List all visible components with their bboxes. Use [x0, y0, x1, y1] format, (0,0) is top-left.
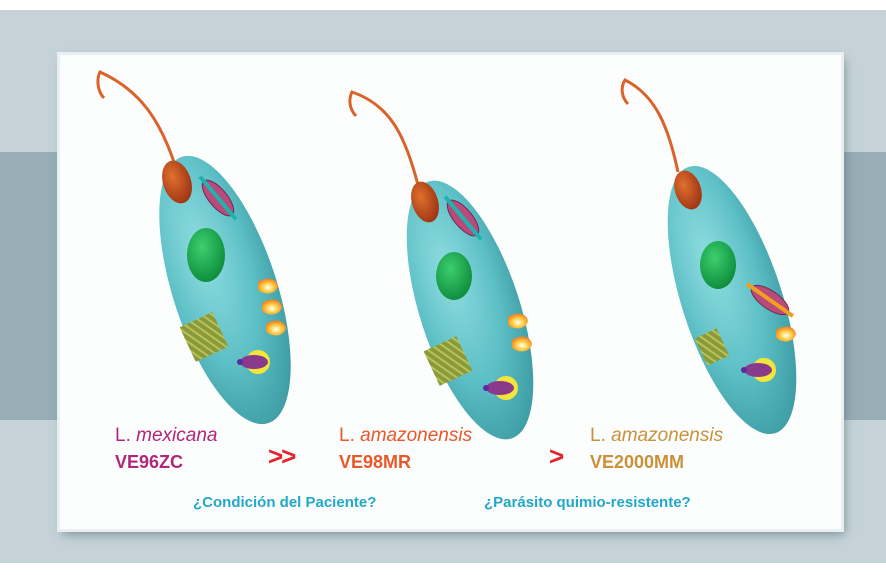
arrow-2: >	[549, 441, 562, 472]
flagellum-3	[622, 80, 678, 172]
nucleus-1	[187, 228, 225, 282]
vacuole-3	[776, 327, 796, 342]
strain-3-genus: L.	[590, 425, 606, 446]
strain-1-species: mexicana	[136, 425, 217, 446]
flagellum-1	[98, 72, 175, 165]
strain-2-species: amazonensis	[360, 425, 472, 446]
question-parasite: ¿Parásito quimio-resistente?	[484, 494, 691, 511]
parasite-3	[622, 80, 823, 449]
parasite-2	[350, 92, 559, 454]
flagellum-2	[350, 92, 418, 185]
question-patient: ¿Condición del Paciente?	[193, 494, 376, 511]
strain-2-code: VE98MR	[339, 452, 411, 473]
strain-3-species: amazonensis	[611, 425, 723, 446]
strain-2-genus: L.	[339, 425, 355, 446]
strain-1-code: VE96ZC	[115, 452, 183, 473]
nucleus-2	[436, 252, 472, 300]
strain-1-name: L. mexicana	[115, 425, 217, 447]
arrow-1: >>	[268, 441, 294, 472]
nucleus-3	[700, 241, 736, 289]
strain-3-name: L. amazonensis	[590, 425, 723, 447]
strain-1-genus: L.	[115, 425, 131, 446]
strain-3-code: VE2000MM	[590, 452, 684, 473]
strain-2-name: L. amazonensis	[339, 425, 472, 447]
cell-body-3	[641, 151, 823, 448]
cell-body-1	[132, 141, 317, 439]
cell-body-2	[381, 166, 560, 454]
parasite-1	[98, 72, 318, 439]
